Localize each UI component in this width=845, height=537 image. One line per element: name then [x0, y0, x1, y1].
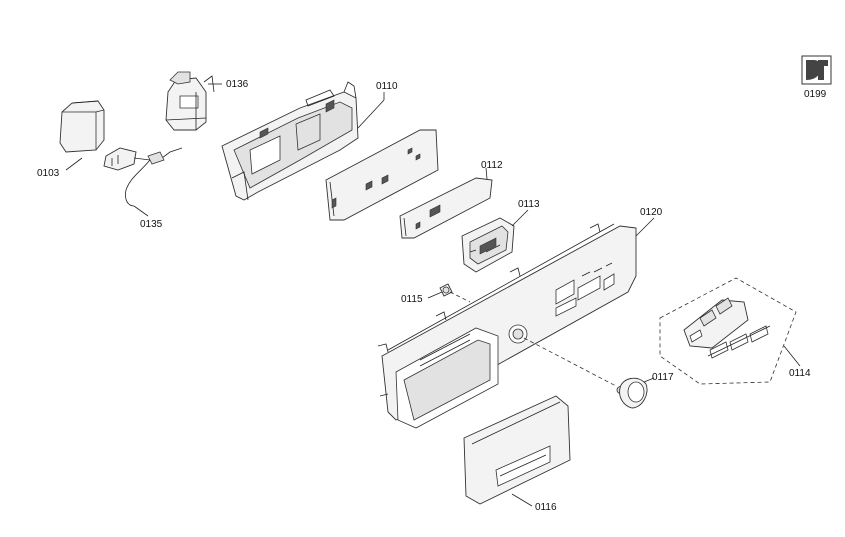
assembly-line-0117: [523, 337, 617, 387]
leader-0114: [783, 345, 801, 367]
label-0103: 0103: [37, 168, 60, 179]
leader-0117: [643, 377, 655, 383]
leader-0103: [65, 157, 83, 171]
part-0103-filter-box: [59, 100, 105, 153]
label-0199: 0199: [804, 89, 827, 100]
label-0135: 0135: [140, 219, 163, 230]
label-0116: 0116: [535, 502, 557, 513]
leader-0116: [511, 493, 533, 507]
label-0110: 0110: [376, 81, 398, 92]
assembly-line-0115: [449, 291, 471, 303]
label-0114: 0114: [789, 368, 811, 379]
part-0120-fascia-panel: [377, 223, 637, 429]
leader-0110: [357, 99, 385, 129]
part-0135-cable: [103, 147, 183, 207]
part-0113-keypad-board: [461, 217, 515, 273]
leader-0120: [635, 217, 655, 237]
label-0112: 0112: [481, 160, 503, 171]
part-0136-switch: [165, 71, 215, 131]
leader-0135: [133, 205, 149, 217]
part-0114-button-set: [659, 277, 797, 385]
label-0136: 0136: [226, 79, 249, 90]
part-0115-light-guide: [439, 283, 453, 297]
leader-0115: [427, 291, 443, 299]
label-0115: 0115: [401, 294, 423, 305]
part-0117-knob: [616, 377, 648, 409]
part-0116-drawer-handle: [463, 395, 571, 505]
label-0113: 0113: [518, 199, 540, 210]
part-0110-module-housing: [221, 81, 359, 201]
leader-0113: [511, 209, 529, 227]
wrench-service-icon: [801, 55, 832, 85]
part-0113-display-board: [399, 177, 493, 239]
label-0120: 0120: [640, 207, 663, 218]
part-0112-pcb: [325, 129, 439, 221]
label-0117: 0117: [652, 372, 674, 383]
